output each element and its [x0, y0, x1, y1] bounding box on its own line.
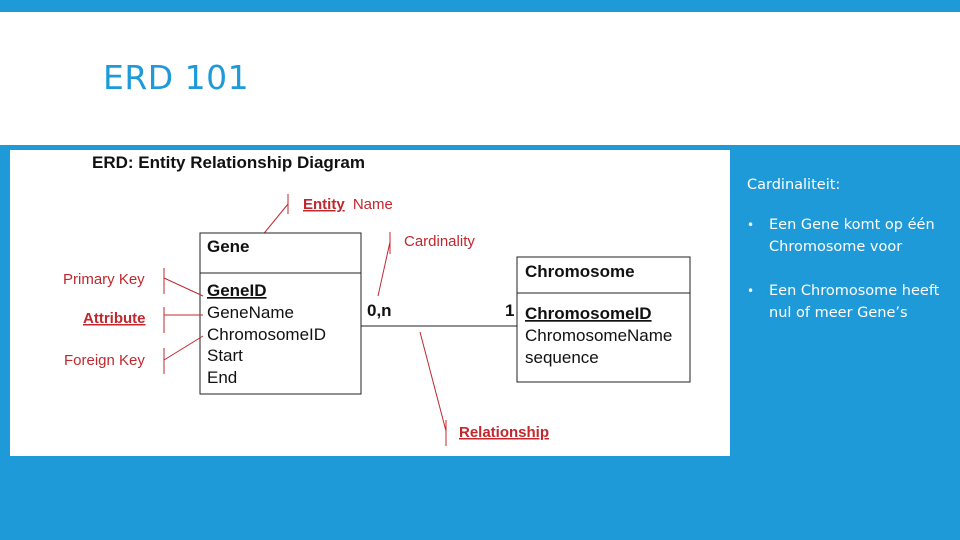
relationship-label: Relationship — [459, 424, 549, 441]
chromosome-attr-sequence: sequence — [525, 348, 599, 367]
chromosome-entity-box — [516, 256, 691, 383]
slide-title: ERD 101 — [103, 58, 250, 97]
attribute-label: Attribute — [83, 310, 146, 327]
gene-attr-start: Start — [207, 346, 243, 365]
primary-key-label: Primary Key — [63, 271, 145, 288]
cardinality-bullet: Een Chromosome heeft nul of meer Gene’s — [747, 280, 952, 324]
foreign-key-pointer — [163, 335, 204, 361]
cardinality-pointer — [377, 241, 391, 297]
name-word: Name — [353, 196, 393, 213]
gene-entity-name: Gene — [207, 237, 250, 256]
cardinality-heading: Cardinaliteit: — [747, 177, 841, 193]
erd-diagram: ERD: Entity Relationship Diagram Entity … — [63, 153, 691, 446]
cardinality-bullet: Een Gene komt op één Chromosome voor — [747, 214, 952, 258]
cardinality-notes: Cardinaliteit: Een Gene komt op één Chro… — [747, 174, 952, 346]
chromosome-attr-name: ChromosomeName — [525, 326, 672, 345]
cardinality-right: 1 — [505, 301, 514, 320]
foreign-key-label: Foreign Key — [64, 352, 145, 369]
primary-key-pointer — [163, 277, 204, 297]
cardinality-left: 0,n — [367, 301, 392, 320]
gene-attr-primary-key: GeneID — [207, 281, 267, 300]
chromosome-attr-primary-key: ChromosomeID — [525, 304, 652, 323]
gene-entity-box — [199, 232, 362, 395]
cardinality-label: Cardinality — [404, 233, 475, 250]
diagram-heading: ERD: Entity Relationship Diagram — [92, 153, 365, 172]
entity-name-label: Entity Name — [303, 196, 393, 213]
erd-diagram-panel: ERD: Entity Relationship Diagram Entity … — [10, 150, 730, 456]
gene-attr-foreign-key: ChromosomeID — [207, 325, 326, 344]
chromosome-entity-name: Chromosome — [525, 262, 635, 281]
gene-attr-end: End — [207, 368, 237, 387]
top-strip — [0, 0, 960, 12]
cardinality-bullet-list: Een Gene komt op één Chromosome voor Een… — [747, 214, 952, 324]
entity-word: Entity — [303, 196, 345, 213]
relationship-pointer — [419, 331, 447, 432]
gene-attr-name: GeneName — [207, 303, 294, 322]
title-band — [0, 12, 960, 145]
